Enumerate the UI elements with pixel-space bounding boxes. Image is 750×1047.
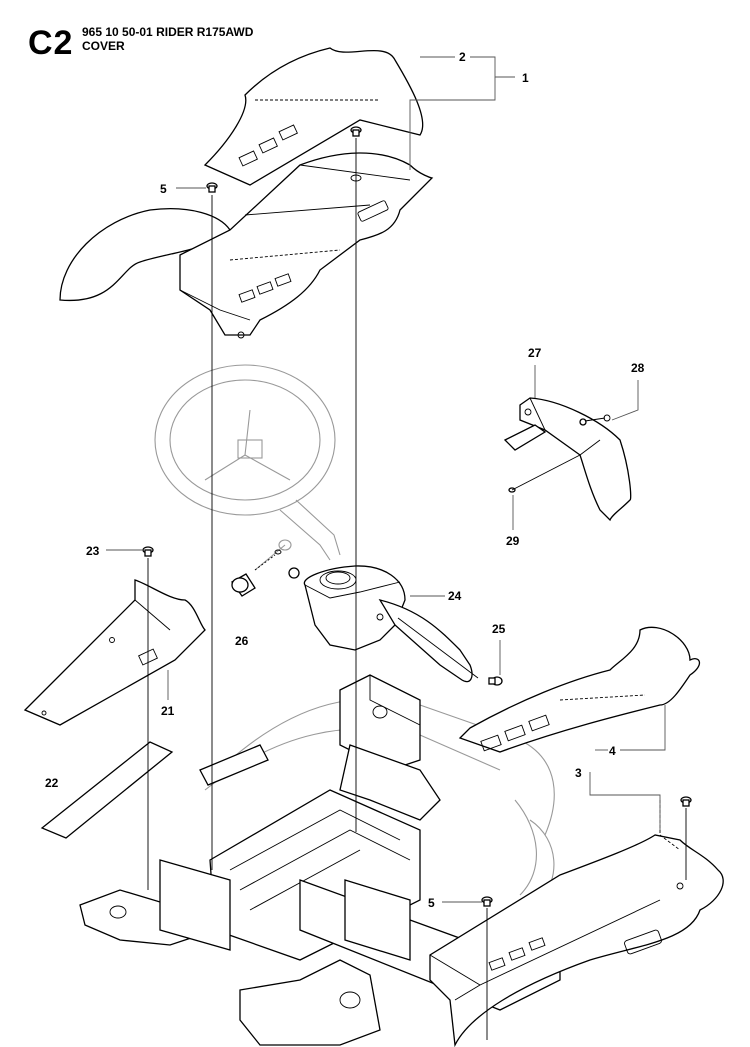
callout-4: 4 bbox=[609, 744, 616, 758]
callout-5-bottom: 5 bbox=[428, 896, 435, 910]
screw-25 bbox=[488, 676, 503, 686]
callout-25: 25 bbox=[492, 622, 506, 636]
leader-lines bbox=[106, 56, 666, 903]
bolt-top-right bbox=[350, 126, 362, 137]
callout-28: 28 bbox=[631, 361, 645, 375]
strip-22 bbox=[40, 741, 174, 839]
steering-wheel bbox=[154, 364, 341, 571]
callout-26: 26 bbox=[235, 634, 249, 648]
cup-holder-shell bbox=[503, 397, 632, 522]
callout-2: 2 bbox=[459, 50, 466, 64]
dash-mat bbox=[203, 47, 424, 186]
callout-23: 23 bbox=[86, 544, 100, 558]
callout-29: 29 bbox=[506, 534, 520, 548]
dash-cover bbox=[59, 152, 434, 339]
floor-mat bbox=[458, 626, 701, 753]
knob-26 bbox=[231, 549, 282, 597]
section-title: COVER bbox=[82, 39, 125, 53]
chassis-frame bbox=[79, 674, 561, 1046]
clip-28 bbox=[579, 414, 611, 426]
section-code: C2 bbox=[28, 24, 74, 62]
callout-22: 22 bbox=[45, 776, 59, 790]
bolt-23 bbox=[142, 546, 154, 557]
floor-cover bbox=[429, 834, 724, 1047]
bolt-top-left bbox=[206, 182, 218, 193]
callout-27: 27 bbox=[528, 346, 542, 360]
callout-21: 21 bbox=[161, 704, 175, 718]
bolt-bottom-center bbox=[481, 896, 493, 907]
model-line: 965 10 50-01 RIDER R175AWD bbox=[82, 25, 254, 39]
console-screw bbox=[288, 567, 300, 579]
callout-3: 3 bbox=[575, 766, 582, 780]
callout-5-top: 5 bbox=[160, 182, 167, 196]
console bbox=[303, 565, 473, 683]
callout-24: 24 bbox=[448, 589, 462, 603]
callout-1: 1 bbox=[522, 71, 529, 85]
bolt-bottom-right bbox=[680, 796, 692, 807]
alignment-lines bbox=[147, 138, 687, 1040]
side-panel-21 bbox=[23, 579, 206, 726]
